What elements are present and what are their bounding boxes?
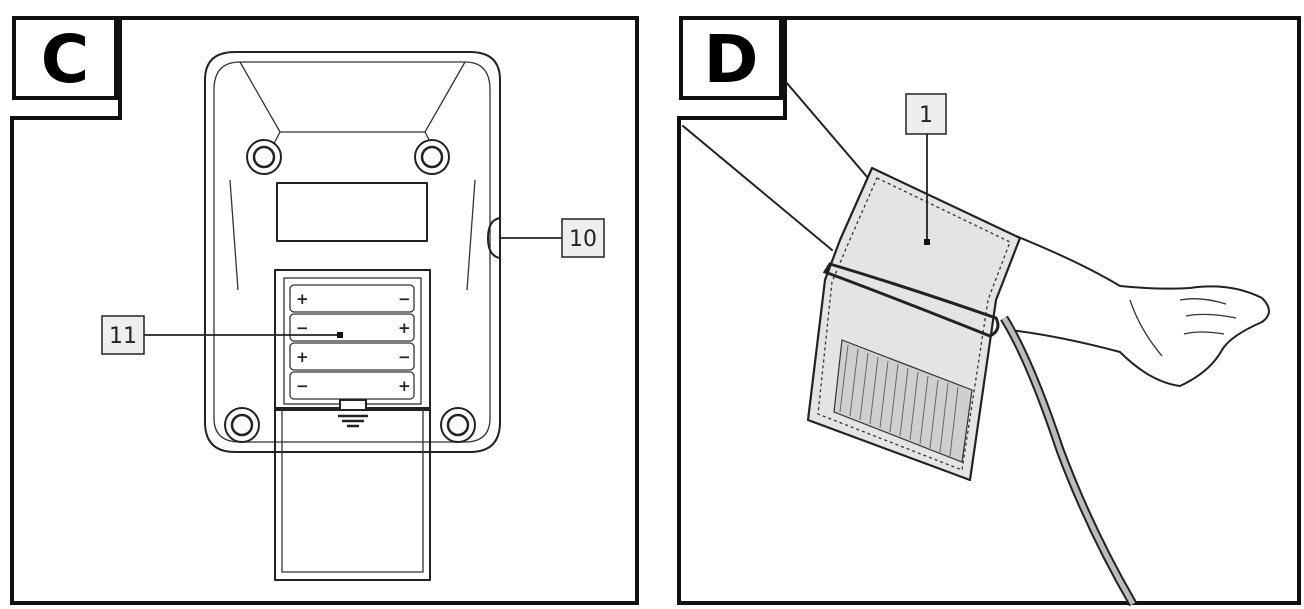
panel-d: D [677,16,1301,607]
callout-11-label: 11 [109,324,137,349]
air-tube [1000,315,1137,607]
panel-c-label: C [12,16,118,100]
rubber-foot [246,139,282,175]
rubber-foot [440,407,476,443]
callout-10: 10 [500,218,605,258]
svg-text:+: + [296,290,309,308]
side-button [487,217,501,259]
panel-c-letter: C [41,21,89,98]
arm [682,81,1270,387]
callout-11: 11 [101,315,343,355]
battery-cover [274,399,431,581]
rubber-foot [414,139,450,175]
panel-d-letter: D [704,21,759,98]
svg-text:−: − [398,348,411,366]
arm-cuff [806,166,1022,482]
callout-1: 1 [905,93,947,245]
svg-text:−: − [296,377,309,395]
rubber-foot [224,407,260,443]
svg-text:+: + [398,377,411,395]
panel-c: C [10,16,639,605]
svg-text:+: + [398,319,411,337]
callout-1-label: 1 [919,103,933,128]
monitor-back: + − − + + − − + [204,51,501,581]
callout-10-label: 10 [569,227,597,252]
svg-text:+: + [296,348,309,366]
panel-d-label: D [679,16,783,100]
velcro-patch [833,339,973,463]
svg-text:−: − [398,290,411,308]
svg-text:−: − [296,319,309,337]
